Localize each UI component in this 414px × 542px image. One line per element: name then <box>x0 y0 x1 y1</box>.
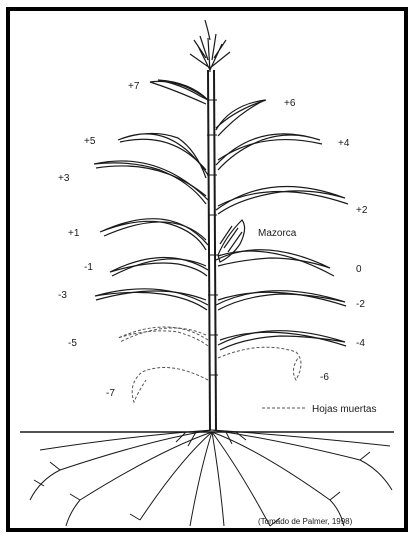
label-minus1: -1 <box>84 262 93 273</box>
label-plus5: +5 <box>84 136 96 147</box>
label-minus7: -7 <box>106 388 115 399</box>
label-plus2: +2 <box>356 205 368 216</box>
label-minus4: -4 <box>356 338 365 349</box>
ear-label: Mazorca <box>258 228 297 239</box>
dead-leaves-label: Hojas muertas <box>312 404 376 415</box>
label-minus6: -6 <box>320 372 329 383</box>
label-minus2: -2 <box>356 299 365 310</box>
label-plus7: +7 <box>128 81 140 92</box>
label-plus3: +3 <box>58 173 70 184</box>
label-minus5: -5 <box>68 338 77 349</box>
label-minus3: -3 <box>58 290 67 301</box>
label-plus4: +4 <box>338 138 350 149</box>
label-plus1: +1 <box>68 228 80 239</box>
label-zero: 0 <box>356 264 362 275</box>
credit-text: (Tomado de Palmer, 1998) <box>258 517 353 526</box>
label-plus6: +6 <box>284 98 296 109</box>
